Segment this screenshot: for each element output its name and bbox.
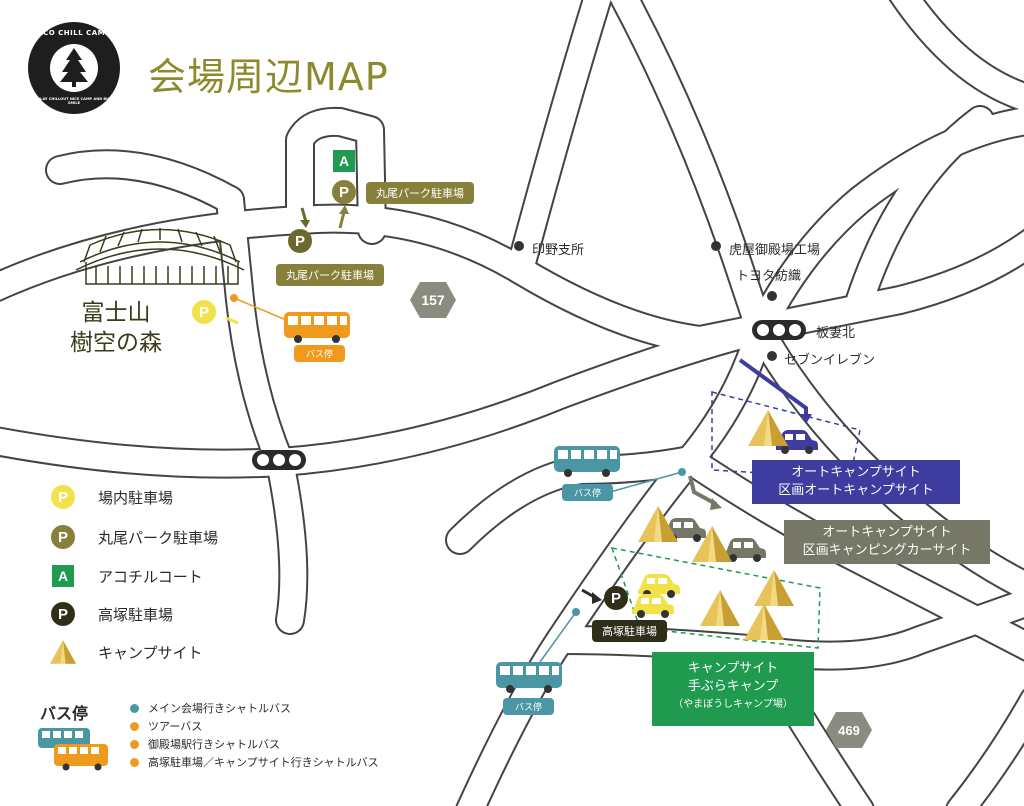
camping-car-box-line2: 区画キャンピングカーサイト [802,543,972,558]
legend-label: 場内駐車場 [98,488,174,507]
bus-stop-label-orange: バス停 [294,345,346,362]
tent-icon [754,570,794,606]
toyota-boshoku-label: トヨタ紡織 [736,269,802,284]
landmark-dot [711,241,721,251]
page-title: 会場周辺MAP [148,55,389,99]
bus-legend-label: ツアーバス [148,720,203,733]
takatsuka-parking-label: 高塚駐車場 [592,620,667,642]
legend-label: アコチルコート [98,567,203,586]
bus-legend-label: メイン会場行きシャトルバス [148,702,291,715]
tent-icon [50,640,76,664]
maruo-parking-label-top: 丸尾パーク駐車場 [366,182,474,204]
bus-legend-icon [38,728,108,771]
aco-court-icon: A [333,150,355,172]
venue-building-icon [75,228,245,285]
tent-icon [744,604,784,640]
orange-dot-icon [130,721,139,731]
bus-legend-item: 御殿場駅行きシャトルバス [130,736,280,752]
olive-p-icon: P [51,525,75,549]
gray-route-arrow [688,475,717,506]
itazuma-kita-label: 板妻北 [816,326,856,341]
orange-dot-icon [130,739,139,749]
car-icon [724,538,766,562]
dark-p-icon: P [51,602,75,626]
bus-stop-label-teal-1: バス停 [562,484,614,501]
camping-car-box: オートキャンプサイト 区画キャンピングカーサイト [784,520,990,564]
bus-legend-label: 高塚駐車場／キャンプサイト行きシャトルバス [148,756,379,769]
landmark-dot [514,241,524,251]
route-469-icon [826,712,872,748]
tent-camp-box: キャンプサイト 手ぶらキャンプ （やまぼうしキャンプ場） [652,652,814,726]
legend-item: P 場内駐車場 [50,484,173,510]
tent-camp-box-line3: （やまぼうしキャンプ場） [673,699,793,710]
legend-label: 高塚駐車場 [98,605,174,624]
legend-label: 丸尾パーク駐車場 [98,528,219,547]
bus-legend-item: メイン会場行きシャトルバス [130,700,291,716]
maruo-parking-label-bottom: 丸尾パーク駐車場 [276,264,384,286]
landmark-dot [767,291,777,301]
car-icon [632,594,674,618]
yellow-p-icon: P [51,485,75,509]
green-a-icon: A [52,565,74,587]
seven-eleven-label: セブンイレブン [784,353,876,368]
venue-name-line2: 樹空の森 [70,330,162,356]
logo-top-text: ACO CHILL CAMP [37,29,111,37]
auto-camp-box-line2: 区画オートキャンプサイト [778,483,934,498]
bus-legend-item: 高塚駐車場／キャンプサイト行きシャトルバス [130,754,379,770]
tree-icon [60,48,88,87]
maruo-parking-p-icon: P [332,180,356,204]
tent-icon [748,410,788,446]
aco-chill-camp-logo: ACO CHILL CAMP PLAY CHILLOUT NICE CAMP A… [28,22,120,114]
legend-item: P 丸尾パーク駐車場 [50,524,218,550]
orange-dot-icon [130,757,139,767]
route-157-icon [410,282,456,318]
bus-legend-label: 御殿場駅行きシャトルバス [148,738,280,751]
tent-camp-box-line2: 手ぶらキャンプ [687,679,779,694]
inno-branch-label: 印野支所 [532,243,585,258]
venue-parking-p-icon: P [192,300,216,324]
tent-camp-area [610,547,821,649]
legend-item: A アコチルコート [50,563,203,589]
bus-legend-title: バス停 [40,704,89,723]
auto-camp-box: オートキャンプサイト 区画オートキャンプサイト [752,460,960,504]
legend-label: キャンプサイト [98,643,203,662]
route-157-label: 157 [421,292,445,308]
traffic-signal-icon [752,320,806,340]
maruo-parking-p-icon: P [288,229,312,253]
koya-factory-label: 虎屋御殿場工場 [729,243,821,258]
legend-item: キャンプサイト [50,639,203,665]
route-469-label: 469 [838,723,860,738]
teal-dot-icon [130,703,139,713]
bus-legend-item: ツアーバス [130,718,202,734]
auto-camp-box-line1: オートキャンプサイト [791,465,921,480]
tent-icon [700,590,740,626]
camping-car-box-line1: オートキャンプサイト [822,525,952,540]
venue-name: 富士山 樹空の森 [70,298,162,358]
venue-name-line1: 富士山 [81,300,151,326]
bus-icon [284,312,350,343]
traffic-signal-icon [252,450,306,470]
takatsuka-parking-p-icon: P [604,586,628,610]
tent-camp-box-line1: キャンプサイト [687,661,779,676]
legend-item: P 高塚駐車場 [50,601,173,627]
bus-stop-label-teal-2: バス停 [503,698,555,715]
logo-bottom-text: PLAY CHILLOUT NICE CAMP AND BIG SMILE [37,97,111,105]
landmark-dot [767,351,777,361]
